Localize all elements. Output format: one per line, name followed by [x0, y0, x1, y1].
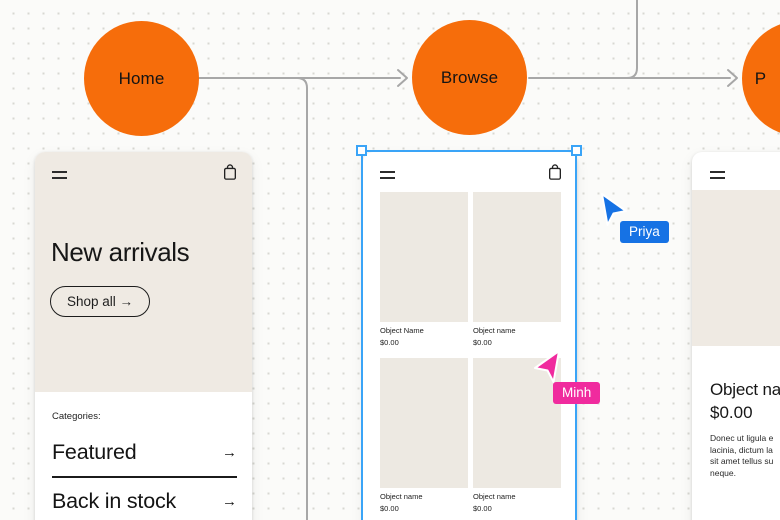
product-card[interactable]: Object name $0.00 — [380, 358, 468, 513]
hero-title: New arrivals — [51, 237, 190, 267]
product-title: Object na — [710, 380, 780, 399]
mockup-frame-home[interactable]: New arrivals Shop all → Categories: Feat… — [35, 152, 252, 520]
product-image-placeholder — [473, 192, 561, 322]
product-price: $0.00 — [710, 403, 753, 422]
flow-node-browse[interactable]: Browse — [412, 20, 527, 135]
connector-home-branch-down — [296, 77, 308, 520]
cursor-arrow-icon — [601, 193, 627, 226]
product-price: $0.00 — [473, 338, 492, 347]
arrowhead-p — [727, 69, 738, 87]
mockup-frame-product[interactable]: Object na $0.00 Donec ut ligula e lacini… — [692, 152, 780, 520]
selection-handle-top-left[interactable] — [356, 145, 367, 156]
selection-handle-top-right[interactable] — [571, 145, 582, 156]
connector-top-join — [626, 0, 638, 79]
cursor-arrow-icon — [534, 350, 560, 383]
product-image-placeholder — [380, 358, 468, 488]
product-description: Donec ut ligula e lacinia, dictum la sit… — [710, 433, 774, 478]
menu-icon[interactable] — [52, 171, 67, 182]
categories-label: Categories: — [52, 411, 101, 422]
mockup-frame-browse[interactable]: Object Name $0.00 Object name $0.00 Obje… — [363, 152, 577, 520]
product-card[interactable]: Object name $0.00 — [473, 192, 561, 347]
product-price: $0.00 — [380, 338, 399, 347]
product-price: $0.00 — [473, 504, 492, 513]
flow-node-partial-label: P — [754, 68, 767, 88]
menu-icon[interactable] — [710, 171, 725, 182]
collaborator-name-badge: Minh — [553, 382, 601, 404]
product-name: Object name — [473, 326, 516, 335]
flow-node-browse-label: Browse — [440, 67, 499, 87]
collaborator-cursor-minh: Minh — [529, 348, 601, 404]
product-image-placeholder — [473, 358, 561, 488]
category-row-featured[interactable]: Featured → — [52, 439, 237, 465]
flow-node-home[interactable]: Home — [84, 21, 199, 136]
menu-icon[interactable] — [380, 171, 395, 182]
shopping-bag-icon[interactable] — [222, 163, 238, 186]
category-divider — [52, 476, 237, 478]
arrow-right-icon: → — [222, 443, 237, 461]
category-label: Featured — [52, 439, 137, 464]
product-card[interactable]: Object name $0.00 — [473, 358, 561, 513]
collaborator-cursor-priya: Priya — [598, 191, 669, 243]
collaborator-name-badge: Priya — [620, 221, 669, 243]
shopping-bag-icon[interactable] — [547, 163, 563, 186]
arrow-right-icon: → — [222, 492, 237, 510]
arrowhead-browse — [397, 69, 408, 87]
product-card[interactable]: Object Name $0.00 — [380, 192, 468, 347]
product-name: Object Name — [380, 326, 424, 335]
product-image-placeholder — [380, 192, 468, 322]
home-hero-section — [35, 152, 252, 392]
product-image-placeholder — [692, 190, 780, 346]
category-label: Back in stock — [52, 488, 177, 513]
flow-node-home-label: Home — [118, 68, 165, 88]
product-price: $0.00 — [380, 504, 399, 513]
category-row-back-in-stock[interactable]: Back in stock → — [52, 488, 237, 514]
shop-all-button[interactable]: Shop all → — [50, 286, 151, 317]
product-name: Object name — [380, 492, 423, 501]
product-name: Object name — [473, 492, 516, 501]
